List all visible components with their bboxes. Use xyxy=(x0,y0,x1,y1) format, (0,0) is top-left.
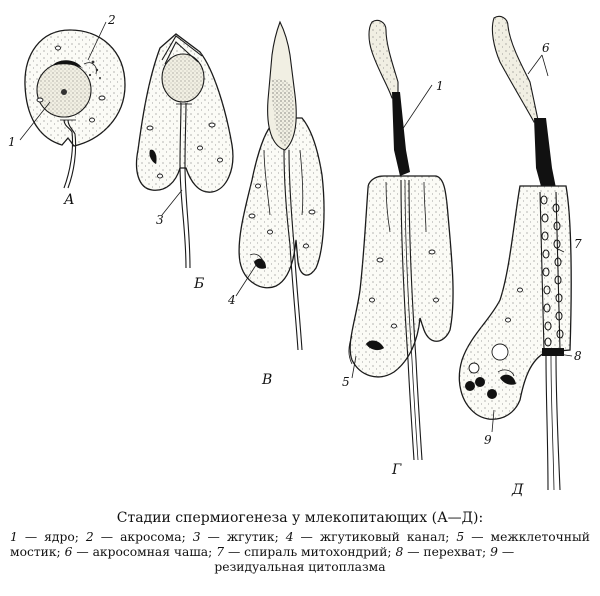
legend-text: жгутик xyxy=(226,530,275,544)
stage-a-acrosome xyxy=(52,60,82,68)
legend-num: 6 xyxy=(64,545,73,559)
stage-g-cell xyxy=(348,19,454,461)
label-2: 2 xyxy=(107,13,116,27)
figure-caption: Стадии спермиогенеза у млекопитающих (А—… xyxy=(0,510,600,575)
legend-num: 2 xyxy=(85,530,94,544)
label-1-stage-a: 1 xyxy=(8,135,16,149)
legend-num: 4 xyxy=(285,530,294,544)
spermiogenesis-figure: 1 2 3 4 5 6 7 8 9 1 А Б В Г Д xyxy=(8,13,582,498)
label-8: 8 xyxy=(574,349,582,363)
mitochondrial-spiral xyxy=(539,191,564,351)
stage-v-cell xyxy=(238,20,325,351)
label-6: 6 xyxy=(542,41,550,55)
stage-label-v: В xyxy=(261,372,272,388)
label-1-stage-g: 1 xyxy=(436,79,444,93)
stage-d-nucleus xyxy=(534,118,556,190)
stage-label-a: А xyxy=(63,192,75,208)
stage-label-b: Б xyxy=(193,276,204,292)
caption-last-line: резидуальная цитоплазма xyxy=(0,560,600,575)
legend-num: 1 xyxy=(10,530,18,544)
legend-num: 8 xyxy=(395,545,404,559)
legend-num: 9 xyxy=(490,545,498,559)
legend-text: акросомная чаша xyxy=(92,545,209,559)
legend-text: ядро xyxy=(44,530,75,544)
number-labels: 1 2 3 4 5 6 7 8 9 1 xyxy=(8,13,582,447)
stage-g-nucleus xyxy=(392,92,410,176)
caption-legend: 1 — ядро; 2 — акросома; 3 — жгутик; 4 — … xyxy=(10,530,590,559)
stage-labels: А Б В Г Д xyxy=(63,192,524,498)
legend-text: межклеточный мостик xyxy=(10,530,590,559)
legend-text: акросома xyxy=(120,530,182,544)
stage-label-d: Д xyxy=(511,482,524,498)
label-9: 9 xyxy=(484,433,492,447)
label-4: 4 xyxy=(227,293,236,307)
stage-d-cell xyxy=(458,15,572,491)
legend-num: 3 xyxy=(192,530,201,544)
caption-title: Стадии спермиогенеза у млекопитающих (А—… xyxy=(116,510,484,526)
stage-label-g: Г xyxy=(391,462,402,478)
legend-text: жгутиковый канал xyxy=(319,530,446,544)
legend-num: 7 xyxy=(216,545,225,559)
label-5: 5 xyxy=(342,375,350,389)
legend-text: резидуальная цитоплазма xyxy=(214,560,386,574)
label-3: 3 xyxy=(156,213,164,227)
legend-text: спираль митохондрий xyxy=(244,545,388,559)
label-7: 7 xyxy=(574,237,582,251)
annulus xyxy=(542,348,564,356)
legend-text: перехват xyxy=(423,545,483,559)
legend-num: 5 xyxy=(456,530,465,544)
leader-lines xyxy=(19,21,573,433)
stage-a-cell xyxy=(24,29,126,189)
stage-b-cell xyxy=(135,33,234,269)
